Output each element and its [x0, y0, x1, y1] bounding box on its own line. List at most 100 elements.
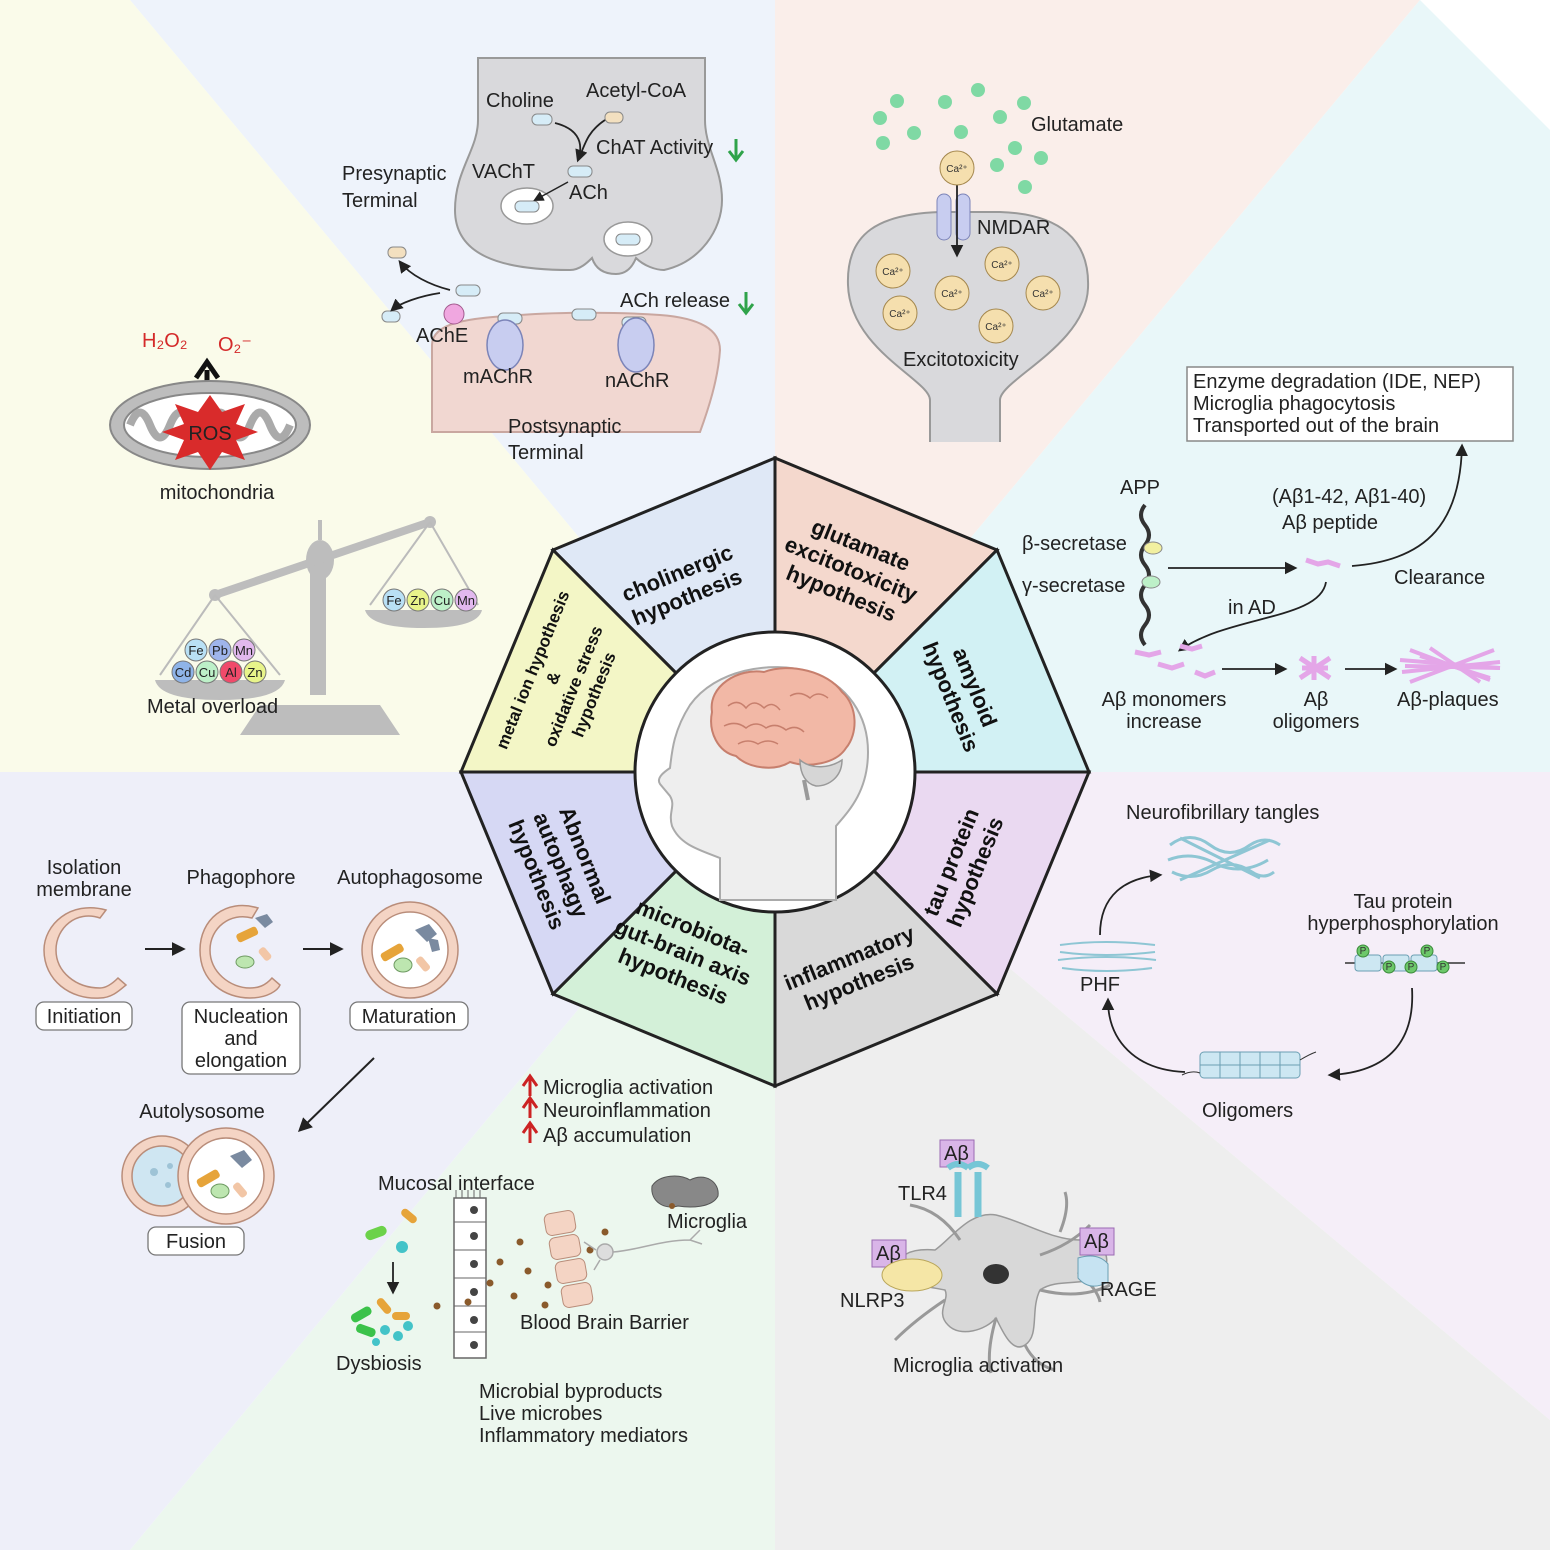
svg-text:Mn: Mn: [457, 593, 475, 608]
isolation-membrane-icon: [43, 907, 128, 999]
tau-chain-icon: [1345, 944, 1465, 974]
cholinergic-panel: Choline Acetyl-CoA ChAT Activity VAChT A…: [342, 57, 755, 464]
mitochondria-label: mitochondria: [160, 482, 275, 504]
ach-label: ACh: [569, 182, 608, 204]
clearance-box-text: Enzyme degradation (IDE, NEP)Microglia p…: [1193, 371, 1481, 437]
svg-text:P: P: [1424, 946, 1431, 957]
svg-text:Fe: Fe: [386, 593, 401, 608]
dysbiosis-label: Dysbiosis: [336, 1353, 422, 1375]
vacht-label: VAChT: [472, 161, 535, 183]
gamma-secretase-label: γ-secretase: [1022, 575, 1125, 597]
h2o2-label: H₂O₂: [142, 330, 188, 352]
nachr-label: nAChR: [605, 370, 669, 392]
svg-text:Mn: Mn: [235, 643, 253, 658]
svg-text:Ca²⁺: Ca²⁺: [985, 322, 1006, 333]
maturation-label: Maturation: [362, 1006, 457, 1028]
microglia-activation-caption: Microglia activation: [893, 1355, 1063, 1377]
peptide-label: Aβ peptide: [1282, 512, 1378, 534]
svg-text:Fe: Fe: [188, 643, 203, 658]
plaques-label: Aβ-plaques: [1397, 689, 1499, 711]
glutamate-label: Glutamate: [1031, 114, 1123, 136]
phagophore-label: Phagophore: [187, 867, 296, 889]
phf-label: PHF: [1080, 974, 1120, 996]
beta-secretase-label: β-secretase: [1022, 533, 1127, 555]
effect-microglia: Microglia activation: [543, 1077, 713, 1099]
tangles-label: Neurofibrillary tangles: [1126, 802, 1319, 824]
down-arrow-icon: [737, 292, 755, 316]
svg-text:Ca²⁺: Ca²⁺: [941, 289, 962, 300]
svg-text:Zn: Zn: [410, 593, 425, 608]
down-arrow-icon: [727, 139, 745, 163]
calcium-ions: [875, 150, 1061, 344]
svg-text:Cu: Cu: [434, 593, 451, 608]
calcium-labels: Ca²⁺ Ca²⁺ Ca²⁺ Ca²⁺ Ca²⁺ Ca²⁺ Ca²⁺: [882, 164, 1053, 333]
svg-text:Ca²⁺: Ca²⁺: [1032, 289, 1053, 300]
metal-chips-right: Fe Zn Cu Mn: [382, 588, 478, 612]
svg-text:Cu: Cu: [199, 665, 216, 680]
phosphate-labels: P P P P P: [1360, 946, 1447, 973]
gut-microbes-icon: [365, 1208, 417, 1253]
ab-rage-label: Aβ: [1084, 1231, 1109, 1253]
bbb-label: Blood Brain Barrier: [520, 1312, 689, 1334]
blood-brain-barrier-icon: [543, 1210, 594, 1308]
chat-activity-label: ChAT Activity: [596, 137, 713, 159]
svg-text:Pb: Pb: [212, 643, 228, 658]
fusion-pill: [147, 1226, 245, 1256]
svg-text:Cd: Cd: [175, 665, 192, 680]
abeta-peptide-icon: [1305, 557, 1341, 569]
fusion-label: Fusion: [166, 1231, 226, 1253]
effect-abeta: Aβ accumulation: [543, 1125, 691, 1147]
glutamate-panel: Ca²⁺ Ca²⁺ Ca²⁺ Ca²⁺ Ca²⁺ Ca²⁺ Ca²⁺ Gluta…: [846, 83, 1123, 442]
nmdar-channel: [936, 193, 952, 241]
svg-text:Al: Al: [225, 665, 237, 680]
metal-chips-left: Fe Pb Mn Cd Cu Al Zn: [171, 638, 267, 684]
beta-secretase-icon: [1143, 541, 1163, 555]
nmdar-label: NMDAR: [977, 217, 1050, 239]
up-arrow-icon: [521, 1073, 539, 1096]
rage-label: RAGE: [1100, 1279, 1157, 1301]
app-label: APP: [1120, 477, 1160, 499]
mucosal-interface-label: Mucosal interface: [378, 1173, 535, 1195]
svg-text:P: P: [1360, 946, 1367, 957]
initiation-label: Initiation: [47, 1006, 122, 1028]
app-protein: [1139, 503, 1151, 647]
svg-text:Zn: Zn: [247, 665, 262, 680]
brain-icon: [710, 667, 856, 769]
autolysosome-label: Autolysosome: [139, 1101, 265, 1123]
svg-text:Ca²⁺: Ca²⁺: [946, 164, 967, 175]
oligomers-label: Oligomers: [1202, 1100, 1293, 1122]
svg-text:Ca²⁺: Ca²⁺: [882, 267, 903, 278]
ab-tlr4-label: Aβ: [944, 1143, 969, 1165]
svg-text:P: P: [1440, 962, 1447, 973]
mucosal-wall: [453, 1190, 487, 1359]
machr-receptor: [486, 319, 524, 371]
tlr4-receptor-icon: [939, 1139, 990, 1217]
amyloid-panel: Enzyme degradation (IDE, NEP)Microglia p…: [1022, 366, 1514, 733]
clearance-box: [1186, 366, 1514, 442]
machr-label: mAChR: [463, 366, 533, 388]
ab-nlrp3-label: Aβ: [876, 1243, 901, 1265]
microglia-label: Microglia: [667, 1211, 748, 1233]
choline-label: Choline: [486, 90, 554, 112]
phagophore-icon: [199, 904, 281, 999]
ache-label: AChE: [416, 325, 468, 347]
balance-scale-icon: [155, 516, 482, 735]
up-arrow-icon: [521, 1095, 539, 1118]
abeta-plaques-icon: [1399, 646, 1501, 684]
nmdar-channel-right: [955, 193, 971, 241]
nlrp3-icon: [881, 1258, 943, 1292]
in-ad-label: in AD: [1228, 597, 1276, 619]
ros-burst-icon: [162, 395, 258, 470]
initiation-pill: [35, 1001, 133, 1031]
byproduct-dots: [433, 1228, 609, 1310]
peptide-isoforms-label: (Aβ1-42, Aβ1-40): [1272, 486, 1426, 508]
up-arrow-icon: [521, 1120, 539, 1143]
phf-icon: [1057, 941, 1157, 972]
hyp-autophagy: Abnormalautophagyhypothesis: [503, 797, 618, 934]
